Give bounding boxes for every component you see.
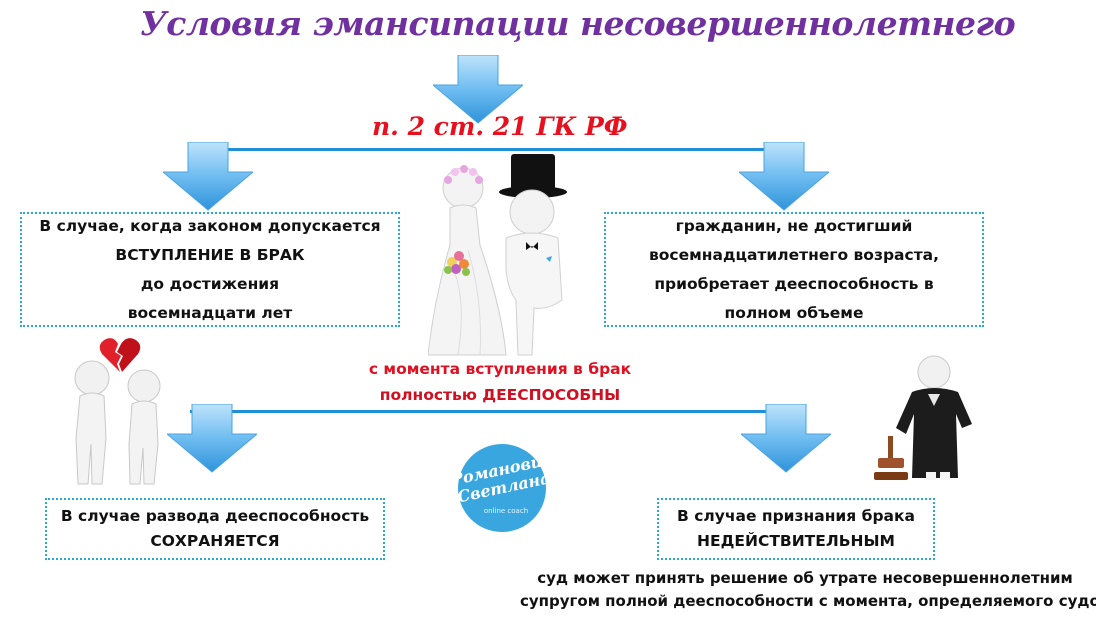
gavel-icon: [874, 436, 920, 482]
logo-caption: online coach: [483, 507, 529, 515]
down-arrow-icon: [741, 404, 831, 474]
divorced-couple-icon: [62, 356, 172, 486]
citizen-capacity-box: гражданин, не достигший восемнадцатилетн…: [604, 212, 984, 327]
divorce-line-2: СОХРАНЯЕТСЯ: [150, 532, 280, 550]
center-note-line-1: с момента вступления в брак: [368, 360, 632, 378]
court-note-line-2: супругом полной дееспособности с момента…: [520, 592, 1096, 610]
citizen-line-1: гражданин, не достигший: [675, 216, 913, 235]
page-title: Условия эмансипации несовершеннолетнего: [140, 4, 1016, 43]
brand-logo: Романович Светлана online coach: [449, 443, 556, 533]
citizen-line-3: приобретает дееспособность в: [654, 274, 934, 293]
bottom-connector-line: [190, 410, 800, 413]
invalid-line-2: НЕДЕЙСТВИТЕЛЬНЫМ: [697, 532, 895, 550]
article-reference: п. 2 ст. 21 ГК РФ: [372, 112, 628, 141]
citizen-line-2: восемнадцатилетнего возраста,: [648, 245, 940, 264]
down-arrow-icon: [163, 142, 253, 212]
divorce-box: В случае развода дееспособность СОХРАНЯЕ…: [45, 498, 385, 560]
invalid-line-1: В случае признания брака: [677, 507, 915, 525]
invalid-marriage-box: В случае признания брака НЕДЕЙСТВИТЕЛЬНЫ…: [657, 498, 935, 560]
marriage-condition-box: В случае, когда законом допускается ВСТУ…: [20, 212, 400, 327]
center-note: с момента вступления в брак полностью ДЕ…: [350, 356, 650, 408]
marriage-line-1: В случае, когда законом допускается: [39, 216, 381, 235]
marriage-line-4: восемнадцати лет: [127, 303, 293, 322]
citizen-line-4: полном объеме: [724, 303, 864, 322]
court-note-line-1: суд может принять решение об утрате несо…: [537, 569, 1073, 587]
judge-icon: [868, 354, 978, 484]
wedding-couple-icon: [428, 150, 588, 360]
marriage-line-2: ВСТУПЛЕНИЕ В БРАК: [115, 245, 305, 264]
center-note-line-2: полностью ДЕЕСПОСОБНЫ: [379, 386, 621, 404]
top-connector-line: [206, 148, 783, 151]
down-arrow-icon: [739, 142, 829, 212]
broken-heart-icon: [98, 336, 142, 374]
divorce-line-1: В случае развода дееспособность: [60, 507, 370, 525]
court-note: суд может принять решение об утрате несо…: [520, 567, 1096, 613]
marriage-line-3: до достижения: [140, 274, 280, 293]
down-arrow-icon: [167, 404, 257, 474]
